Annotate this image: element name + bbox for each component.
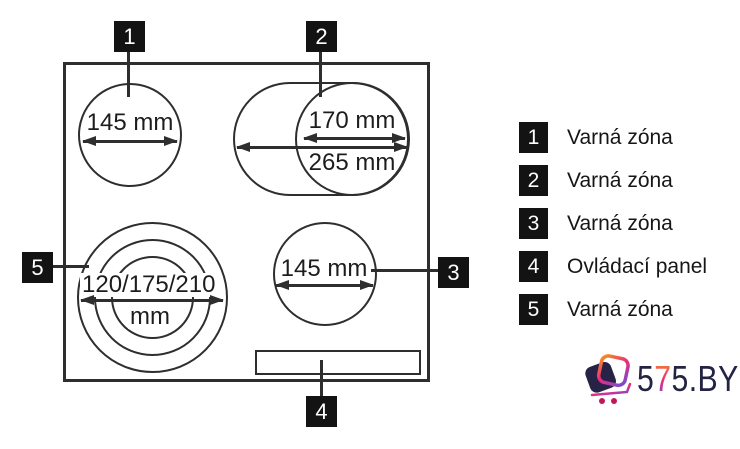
legend: 1 Varná zóna 2 Varná zóna 3 Varná zóna 4… bbox=[519, 122, 707, 337]
legend-label: Ovládací panel bbox=[567, 254, 708, 278]
cooking-zone-5-inner-circle bbox=[111, 256, 194, 339]
logo-text-end: 5.BY bbox=[671, 357, 739, 399]
zone-3-dimension-arrow bbox=[275, 280, 374, 289]
legend-number-badge: 2 bbox=[519, 165, 548, 196]
leader-line-5 bbox=[51, 265, 89, 268]
zone-2-outer-dimension-arrow bbox=[236, 142, 408, 151]
cooking-zone-3-circle bbox=[273, 222, 377, 326]
legend-number-badge: 4 bbox=[519, 251, 548, 282]
zone-2-outer-dimension-label: 265 mm bbox=[308, 149, 396, 176]
legend-item-1: 1 Varná zóna bbox=[519, 122, 707, 153]
legend-label: Varná zóna bbox=[567, 211, 673, 235]
control-panel-outline bbox=[255, 350, 421, 375]
leader-line-1 bbox=[127, 50, 130, 97]
zone-2-inner-dimension-arrow bbox=[303, 133, 406, 142]
leader-line-3 bbox=[371, 269, 440, 272]
zone-tag-5: 5 bbox=[22, 252, 53, 283]
legend-number-badge: 1 bbox=[519, 122, 548, 153]
zone-1-dimension-arrow bbox=[82, 136, 178, 145]
legend-item-3: 3 Varná zóna bbox=[519, 208, 707, 239]
zone-tag-1: 1 bbox=[114, 21, 145, 52]
zone-3-dimension-label: 145 mm bbox=[280, 255, 368, 282]
legend-item-5: 5 Varná zóna bbox=[519, 294, 707, 325]
zone-tag-4: 4 bbox=[306, 396, 337, 427]
legend-label: Varná zóna bbox=[567, 168, 673, 192]
zone-2-inner-dimension-label: 170 mm bbox=[308, 107, 396, 134]
leader-line-2 bbox=[319, 50, 322, 97]
legend-number-badge: 5 bbox=[519, 294, 548, 325]
cooking-zone-5-outer-circle bbox=[77, 222, 228, 373]
zone-5-dimension-label: 120/175/210 bbox=[80, 271, 218, 298]
legend-label: Varná zóna bbox=[567, 125, 673, 149]
legend-item-2: 2 Varná zóna bbox=[519, 165, 707, 196]
cooking-zone-1-circle bbox=[78, 83, 182, 187]
cooking-zone-2-inner-circle bbox=[295, 82, 409, 196]
zone-1-dimension-label: 145 mm bbox=[86, 109, 174, 136]
zone-tag-3: 3 bbox=[438, 257, 469, 288]
legend-label: Varná zóna bbox=[567, 297, 673, 321]
zone-5-dimension-arrow bbox=[80, 295, 224, 304]
shopping-cart-icon bbox=[582, 351, 636, 412]
logo-text-start: 5 bbox=[637, 357, 655, 399]
zone-5-dimension-unit-label: mm bbox=[128, 303, 172, 330]
zone-tag-2: 2 bbox=[306, 21, 337, 52]
logo-text-gradient-digit: 7 bbox=[654, 357, 672, 399]
store-logo-text: 575.BY bbox=[637, 358, 739, 400]
legend-item-4: 4 Ovládací panel bbox=[519, 251, 707, 282]
legend-number-badge: 3 bbox=[519, 208, 548, 239]
store-logo: 575.BY bbox=[582, 351, 740, 412]
leader-line-4 bbox=[320, 360, 323, 398]
